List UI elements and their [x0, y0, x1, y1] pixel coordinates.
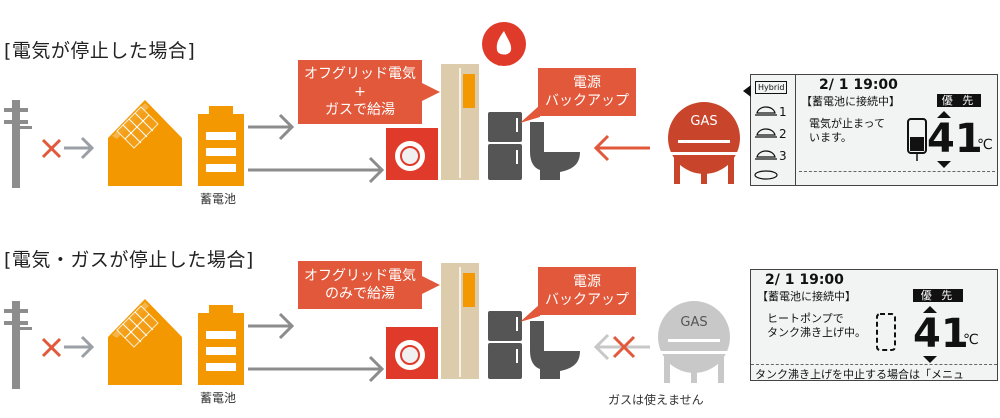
- temp-down-icon: [937, 161, 951, 168]
- heat-pump-icon: [386, 327, 438, 379]
- display-message: います。: [809, 131, 852, 144]
- callout-tail: [420, 82, 440, 102]
- scenario-power-outage: [電気が停止した場合]: [4, 22, 998, 206]
- callout-tail: [520, 304, 540, 322]
- section-heading: [電気が停止した場合]: [4, 40, 196, 62]
- display-temperature: 41: [927, 116, 983, 162]
- refrigerator-icon: [488, 112, 522, 180]
- display-unit: ℃: [963, 332, 979, 348]
- display-unit: ℃: [977, 137, 993, 153]
- callout-line: バックアップ: [545, 292, 629, 308]
- menu-number: 3: [779, 149, 787, 163]
- callout-tail: [420, 275, 440, 295]
- menu-number: 1: [779, 105, 787, 119]
- toilet-icon: [530, 321, 580, 379]
- heat-pump-icon: [386, 128, 438, 180]
- callout-line: バックアップ: [545, 93, 629, 109]
- utility-pole-icon: [4, 100, 32, 188]
- callout-line: 電源: [573, 75, 601, 91]
- remote-display: 2/ 1 19:00 【蓄電池に接続中】 優 先 ヒートポンプで タンク沸き上げ…: [750, 269, 998, 381]
- cross-mark-icon: [41, 337, 62, 358]
- arrow-icon: [64, 335, 95, 359]
- gas-supply-arrow-icon: [593, 134, 650, 162]
- cross-mark-icon: [41, 138, 62, 159]
- callout-line: オフグリッド電気: [304, 268, 416, 284]
- priority-badge: 優 先: [937, 94, 981, 107]
- gas-tank-icon: [668, 102, 740, 184]
- refrigerator-icon: [488, 311, 522, 379]
- solar-house-icon: [108, 100, 182, 186]
- temp-up-icon: [923, 306, 937, 313]
- scenario-power-gas-outage: [電気・ガスが停止した場合]: [0, 209, 1000, 418]
- display-message: 電気が止まって: [809, 117, 886, 130]
- backup-callout: 電源 バックアップ: [538, 68, 636, 116]
- section-heading: [電気・ガスが停止した場合]: [4, 249, 254, 271]
- callout-line: ガスで給湯: [325, 102, 395, 118]
- remote-display: Hybrid 1 2 3 2/ 1 19:00 【蓄電池に接続中】 優 先 電気…: [743, 74, 998, 186]
- offgrid-callout: オフグリッド電気 + ガスで給湯: [298, 60, 422, 124]
- battery-icon: [198, 305, 244, 385]
- temp-down-icon: [923, 356, 937, 363]
- hot-water-tank-icon: [441, 64, 479, 180]
- display-side-menu: Hybrid 1 2 3: [751, 75, 796, 185]
- scenario1-diagram: [4, 22, 740, 188]
- menu-bowl-icons: [754, 106, 778, 180]
- tank-level-icon: [907, 118, 927, 161]
- callout-line: 電源: [573, 274, 601, 290]
- display-message: ヒートポンプで: [767, 312, 844, 325]
- display-message: タンク沸き上げ中。: [767, 326, 866, 339]
- gas-label: GAS: [680, 315, 708, 330]
- offgrid-callout: オフグリッド電気 のみで給湯: [298, 261, 422, 309]
- display-divider: [751, 364, 997, 365]
- display-datetime: 2/ 1 19:00: [819, 77, 898, 93]
- callout-tail: [520, 105, 540, 123]
- gas-label: GAS: [690, 114, 718, 129]
- battery-caption: 蓄電池: [200, 192, 237, 206]
- arrow-icon: [248, 156, 385, 184]
- callout-line: オフグリッド電気: [304, 66, 416, 82]
- cross-mark-icon: [612, 335, 636, 359]
- priority-badge: 優 先: [913, 289, 963, 302]
- display-temperature: 41: [913, 311, 969, 357]
- solar-house-icon: [108, 299, 182, 385]
- display-divider: [799, 171, 995, 172]
- battery-caption: 蓄電池: [200, 391, 237, 405]
- scenario2-diagram: [4, 263, 730, 389]
- temp-up-icon: [937, 111, 951, 118]
- display-status: 【蓄電池に接続中】: [757, 290, 856, 303]
- pointer-arrow-icon: [743, 85, 751, 97]
- callout-line: +: [354, 84, 366, 100]
- display-datetime: 2/ 1 19:00: [765, 272, 844, 288]
- battery-icon: [198, 106, 244, 186]
- arrow-icon: [64, 136, 95, 160]
- gas-tank-icon: [658, 301, 730, 383]
- display-status: 【蓄電池に接続中】: [801, 95, 900, 108]
- arrow-icon: [248, 113, 295, 141]
- hot-water-tank-icon: [441, 263, 479, 379]
- callout-line: のみで給湯: [325, 286, 395, 302]
- hybrid-label: Hybrid: [755, 81, 788, 94]
- toilet-icon: [530, 122, 580, 180]
- menu-number: 2: [779, 127, 787, 141]
- arrow-icon: [248, 312, 295, 340]
- tank-level-icon: [876, 313, 896, 351]
- backup-callout: 電源 バックアップ: [538, 267, 636, 315]
- flame-icon: [482, 22, 526, 66]
- utility-pole-icon: [4, 301, 32, 389]
- gas-unavailable-caption: ガスは使えません: [608, 393, 704, 407]
- display-footer: タンク沸き上げを中止する場合は「メニュ: [755, 368, 964, 381]
- arrow-icon: [248, 355, 385, 383]
